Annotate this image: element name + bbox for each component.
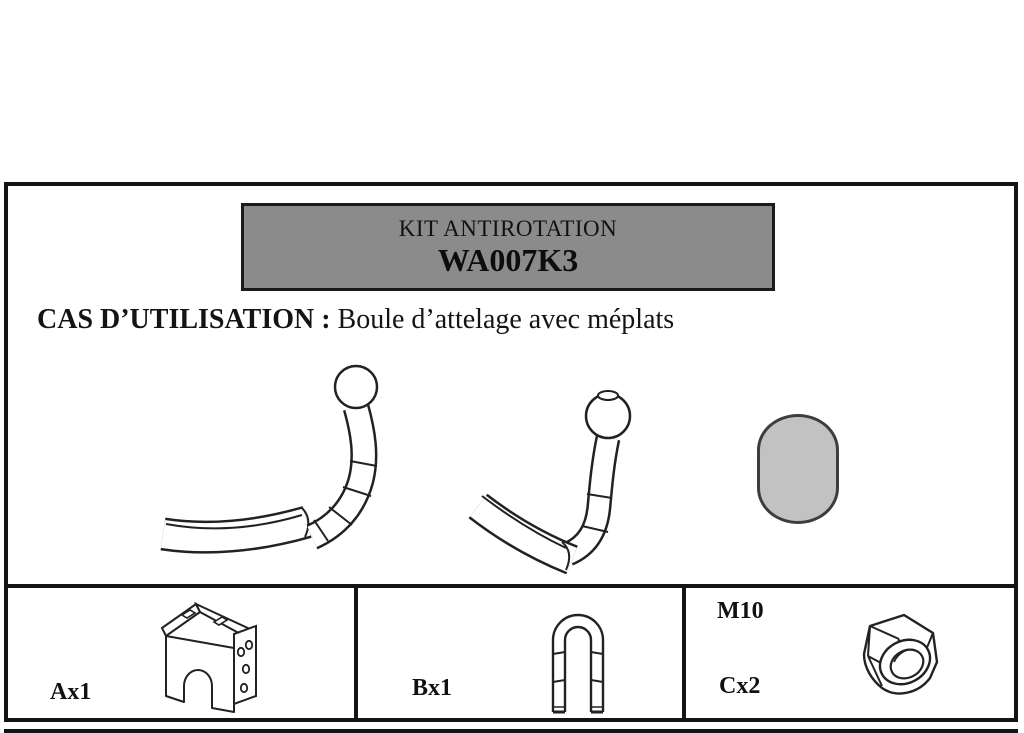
part-cell-a: Ax1 [8,588,358,722]
part-cell-b: Bx1 [358,588,686,722]
hex-nut-icon [844,606,944,711]
usage-label: CAS D’UTILISATION : [37,304,331,335]
towball-swan-neck-icon [152,364,387,576]
kit-title: KIT ANTIROTATION [398,215,618,241]
anti-rotation-bracket-icon [156,590,266,722]
next-section-top-border [4,729,1018,733]
usage-line: CAS D’UTILISATION : Boule d’attelage ave… [37,304,674,336]
part-c-label: Cx2 [719,673,761,699]
kit-code: WA007K3 [437,242,579,279]
kit-sheet-frame: KIT ANTIROTATION WA007K3 CAS D’UTILISATI… [4,182,1018,722]
usage-value: Boule d’attelage avec méplats [330,304,675,335]
u-bolt-icon [544,594,612,716]
part-a-label: Ax1 [50,679,92,705]
towball-swan-neck-rotated-icon [462,380,632,580]
kit-title-panel: KIT ANTIROTATION WA007K3 [241,203,775,291]
part-cell-c: M10 Cx2 [686,588,1014,722]
ball-with-flats-icon [757,414,839,524]
part-c-size: M10 [717,598,764,624]
part-b-label: Bx1 [412,675,453,701]
parts-table: Ax1 Bx1 M10 Cx2 [8,584,1014,722]
